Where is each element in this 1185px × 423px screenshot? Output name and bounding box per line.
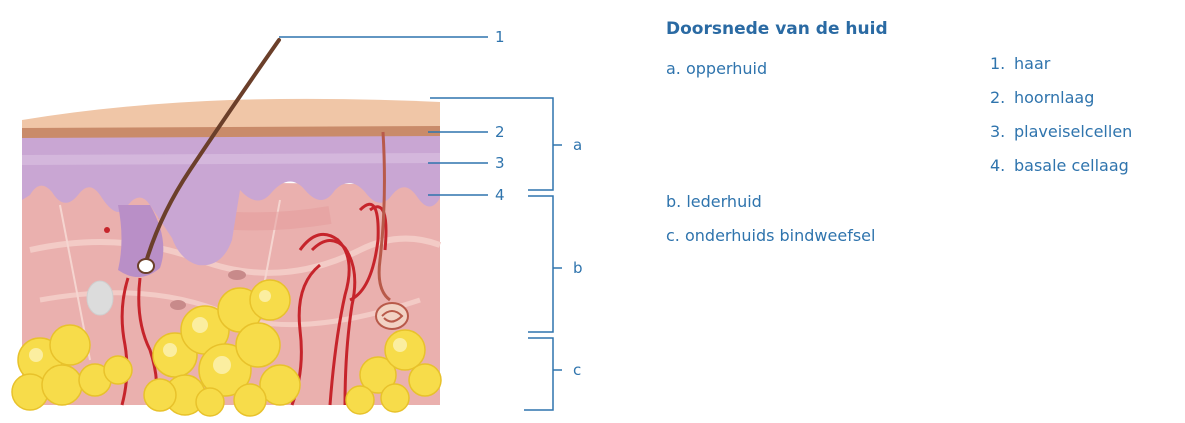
- callout-number-1: 1: [495, 28, 505, 46]
- bracket-c: [524, 338, 553, 410]
- callout-number-4: 4: [495, 186, 505, 204]
- legend-layer-key: a.: [666, 59, 681, 78]
- legend-item-number: 2.: [990, 88, 1014, 107]
- legend-item-4: 4.basale cellaag: [990, 156, 1129, 175]
- callout-number-2: 2: [495, 123, 505, 141]
- gland-icon: [87, 281, 113, 315]
- legend-layer-text: lederhuid: [686, 192, 761, 211]
- legend-item-2: 2.hoornlaag: [990, 88, 1094, 107]
- legend-layer-a: a. opperhuid: [666, 59, 767, 78]
- legend-layer-key: b.: [666, 192, 681, 211]
- legend-item-text: plaveiselcellen: [1014, 122, 1132, 141]
- legend-item-1: 1.haar: [990, 54, 1050, 73]
- legend-item-number: 3.: [990, 122, 1014, 141]
- legend-layer-c: c. onderhuids bindweefsel: [666, 226, 875, 245]
- legend-title: Doorsnede van de huid: [666, 19, 888, 39]
- skin-surface: [22, 99, 440, 138]
- callout-letter-b: b: [573, 259, 583, 277]
- legend-item-3: 3.plaveiselcellen: [990, 122, 1132, 141]
- callout-letter-a: a: [573, 136, 582, 154]
- layer-brackets: [430, 98, 562, 410]
- bracket-b: [528, 196, 553, 332]
- bracket-a: [430, 98, 553, 190]
- legend-item-text: basale cellaag: [1014, 156, 1129, 175]
- callout-labels: 1 2 3 4 a b c: [495, 28, 583, 379]
- callout-number-3: 3: [495, 154, 505, 172]
- legend-layer-b: b. lederhuid: [666, 192, 762, 211]
- legend-layer-text: opperhuid: [686, 59, 767, 78]
- callout-letter-c: c: [573, 361, 581, 379]
- legend-item-text: haar: [1014, 54, 1050, 73]
- legend-item-text: hoornlaag: [1014, 88, 1094, 107]
- legend-layer-key: c.: [666, 226, 680, 245]
- legend-layer-text: onderhuids bindweefsel: [685, 226, 875, 245]
- legend-item-number: 1.: [990, 54, 1014, 73]
- legend-item-number: 4.: [990, 156, 1014, 175]
